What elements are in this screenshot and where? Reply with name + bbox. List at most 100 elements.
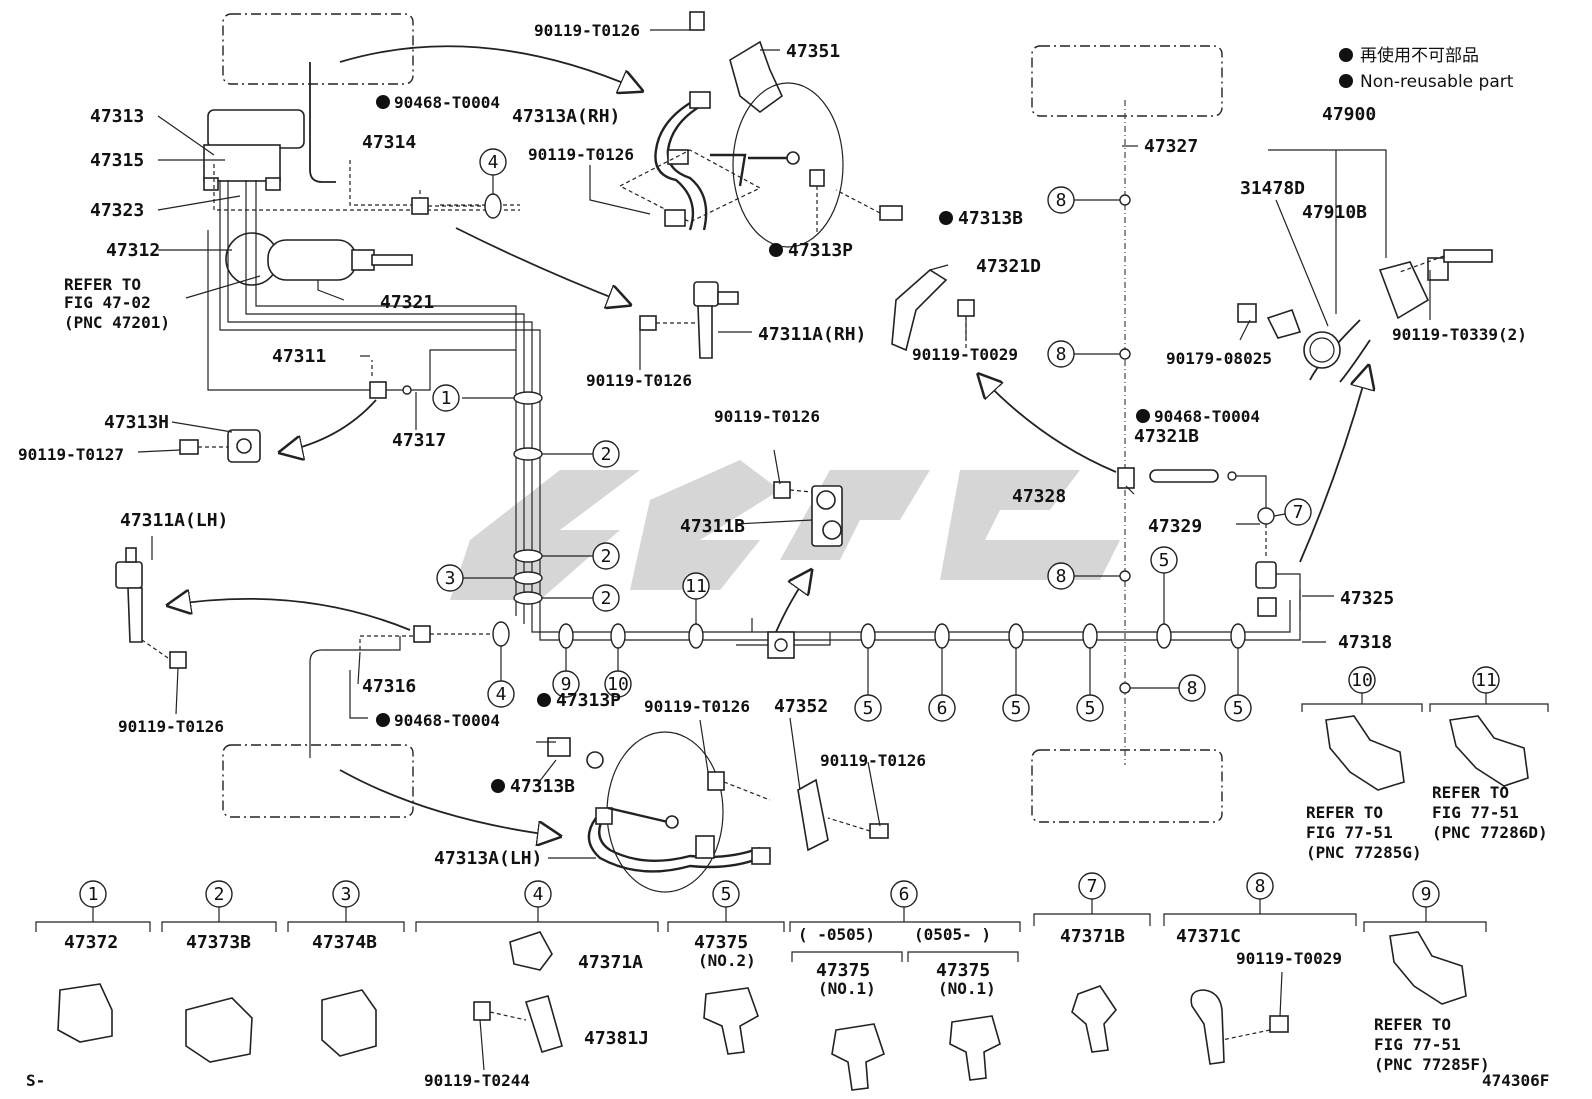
label-47313p-bot: 47313P bbox=[556, 690, 621, 711]
part-labels: 90119-T0126 47351 90468-T0004 47313 4731… bbox=[18, 21, 1527, 869]
svg-text:REFER TO: REFER TO bbox=[1306, 803, 1383, 822]
figure-code: 474306F bbox=[1482, 1071, 1549, 1090]
flow-arrows bbox=[170, 45, 1368, 836]
svg-text:10: 10 bbox=[607, 674, 629, 695]
svg-text:47371A: 47371A bbox=[578, 952, 643, 973]
label-90119-t0126-rh: 90119-T0126 bbox=[528, 145, 634, 164]
key-10: 10 REFER TO FIG 77-51 (PNC 77285G) bbox=[1301, 666, 1423, 862]
svg-text:5: 5 bbox=[863, 698, 874, 719]
label-47321b: 47321B bbox=[1134, 426, 1199, 447]
key-5: 5 47375 (NO.2) bbox=[667, 880, 785, 1055]
label-47318: 47318 bbox=[1338, 632, 1392, 653]
svg-text:5: 5 bbox=[1159, 550, 1170, 571]
svg-text:90119-T0244: 90119-T0244 bbox=[424, 1071, 530, 1090]
callout-5b: 5 bbox=[1002, 694, 1030, 722]
label-47351: 47351 bbox=[786, 41, 840, 62]
svg-text:2: 2 bbox=[214, 884, 225, 905]
label-90468-t0004-top: 90468-T0004 bbox=[394, 93, 500, 112]
svg-text:47371C: 47371C bbox=[1176, 926, 1241, 947]
svg-text:4: 4 bbox=[496, 684, 507, 705]
label-47313a-lh: 47313A(LH) bbox=[434, 848, 542, 869]
callout-7: 7 bbox=[1284, 498, 1312, 526]
svg-text:47375: 47375 bbox=[816, 960, 870, 981]
brake-tube-bundle bbox=[207, 160, 1301, 641]
svg-text:10: 10 bbox=[1351, 670, 1373, 691]
key-8: 8 47371C 90119-T0029 bbox=[1163, 872, 1357, 1065]
svg-text:47381J: 47381J bbox=[584, 1028, 649, 1049]
callout-5c: 5 bbox=[1076, 694, 1104, 722]
key-7: 7 47371B bbox=[1033, 872, 1151, 1053]
svg-text:47371B: 47371B bbox=[1060, 926, 1125, 947]
svg-text:47375: 47375 bbox=[936, 960, 990, 981]
label-47900: 47900 bbox=[1322, 104, 1376, 125]
label-47323: 47323 bbox=[90, 200, 144, 221]
rear-union-cluster bbox=[1117, 467, 1301, 617]
junction-47311b bbox=[773, 481, 843, 547]
svg-text:9: 9 bbox=[561, 674, 572, 695]
label-47314: 47314 bbox=[362, 132, 416, 153]
key-2: 2 47373B bbox=[161, 880, 277, 1063]
svg-text:8: 8 bbox=[1056, 190, 1067, 211]
label-90119-t0126-lh: 90119-T0126 bbox=[118, 717, 224, 736]
key-table: 1 47372 2 47373B 3 47374B 4 47371A bbox=[35, 872, 1490, 1091]
svg-text:( -0505): ( -0505) bbox=[798, 925, 875, 944]
union-47313h bbox=[179, 429, 261, 463]
callout-4a: 4 bbox=[479, 148, 507, 176]
label-31478d: 31478D bbox=[1240, 178, 1305, 199]
tube-clips bbox=[492, 175, 1286, 695]
label-47315: 47315 bbox=[90, 150, 144, 171]
label-47313: 47313 bbox=[90, 106, 144, 127]
svg-text:2: 2 bbox=[601, 588, 612, 609]
svg-text:5: 5 bbox=[1233, 698, 1244, 719]
svg-text:8: 8 bbox=[1056, 566, 1067, 587]
label-47311a-lh: 47311A(LH) bbox=[120, 510, 228, 531]
callout-4b: 4 bbox=[487, 680, 515, 708]
svg-text:8: 8 bbox=[1187, 678, 1198, 699]
key-11: 11 REFER TO FIG 77-51 (PNC 77286D) bbox=[1429, 666, 1549, 842]
label-47313h: 47313H bbox=[104, 412, 169, 433]
callout-5e: 5 bbox=[1150, 546, 1178, 574]
label-90119-t0126-mid: 90119-T0126 bbox=[714, 407, 820, 426]
svg-text:47375: 47375 bbox=[694, 932, 748, 953]
key-4: 4 47371A 47381J 90119-T0244 bbox=[415, 880, 659, 1090]
center-block bbox=[736, 618, 831, 659]
svg-text:7: 7 bbox=[1293, 502, 1304, 523]
svg-text:11: 11 bbox=[685, 576, 707, 597]
svg-text:4: 4 bbox=[488, 152, 499, 173]
svg-text:7: 7 bbox=[1087, 876, 1098, 897]
lspv-assembly bbox=[1237, 249, 1493, 383]
label-47313a-rh: 47313A(RH) bbox=[512, 106, 620, 127]
label-47321: 47321 bbox=[380, 292, 434, 313]
callout-8b: 8 bbox=[1047, 340, 1075, 368]
svg-text:47374B: 47374B bbox=[312, 932, 377, 953]
svg-text:2: 2 bbox=[601, 444, 612, 465]
label-47317: 47317 bbox=[392, 430, 446, 451]
master-cylinder bbox=[203, 62, 520, 286]
svg-text:5: 5 bbox=[1011, 698, 1022, 719]
key-9: 9 REFER TO FIG 77-51 (PNC 77285F) bbox=[1363, 880, 1490, 1074]
label-47325: 47325 bbox=[1340, 588, 1394, 609]
corner-mark: S- bbox=[26, 1071, 45, 1090]
label-refer-c: (PNC 47201) bbox=[64, 313, 170, 332]
label-90119-t0029-mid: 90119-T0029 bbox=[912, 345, 1018, 364]
label-90119-t0126-top: 90119-T0126 bbox=[534, 21, 640, 40]
svg-text:11: 11 bbox=[1475, 670, 1497, 691]
key-1: 1 47372 bbox=[35, 880, 151, 1043]
callout-5d: 5 bbox=[1224, 694, 1252, 722]
label-47313b-bot: 47313B bbox=[510, 776, 575, 797]
label-47328: 47328 bbox=[1012, 486, 1066, 507]
label-47312: 47312 bbox=[106, 240, 160, 261]
svg-text:5: 5 bbox=[721, 884, 732, 905]
svg-text:(NO.2): (NO.2) bbox=[698, 951, 756, 970]
svg-text:(NO.1): (NO.1) bbox=[938, 979, 996, 998]
svg-text:(PNC 77285F): (PNC 77285F) bbox=[1374, 1055, 1490, 1074]
svg-text:(PNC 77285G): (PNC 77285G) bbox=[1306, 843, 1422, 862]
svg-text:6: 6 bbox=[899, 884, 910, 905]
callout-9: 9 bbox=[552, 670, 580, 698]
key-3: 3 47374B bbox=[287, 880, 405, 1057]
label-47311b: 47311B bbox=[680, 516, 745, 537]
callout-8a: 8 bbox=[1047, 186, 1075, 214]
label-47329: 47329 bbox=[1148, 516, 1202, 537]
svg-text:REFER TO: REFER TO bbox=[1374, 1015, 1451, 1034]
